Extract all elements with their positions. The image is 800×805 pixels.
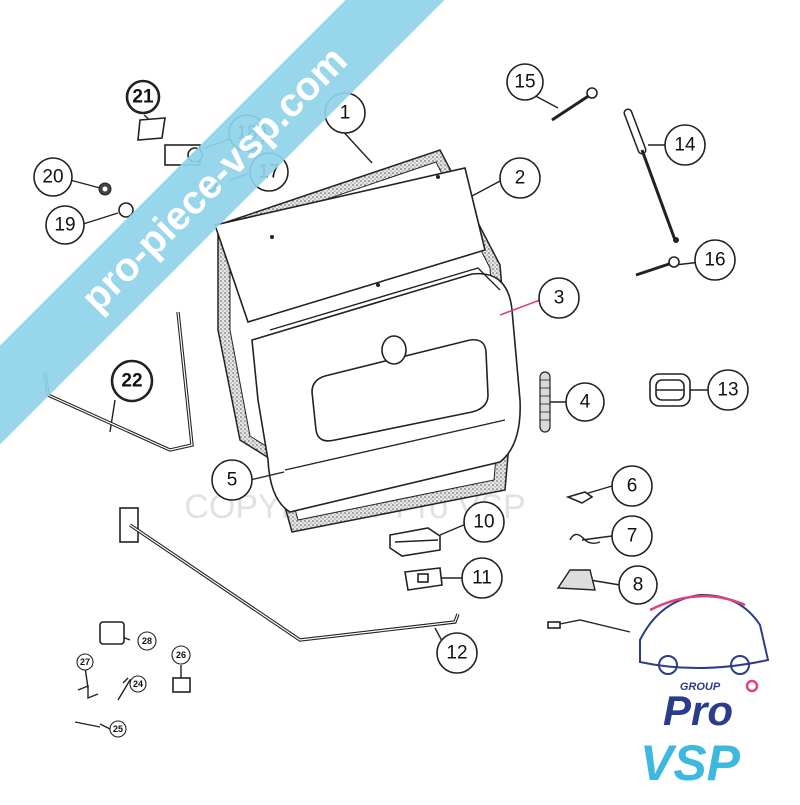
callout-5: 5 bbox=[211, 459, 253, 501]
svg-text:15: 15 bbox=[514, 72, 535, 93]
svg-text:4: 4 bbox=[580, 392, 591, 413]
svg-text:11: 11 bbox=[472, 568, 492, 589]
svg-text:1: 1 bbox=[340, 103, 351, 124]
svg-text:26: 26 bbox=[176, 650, 186, 660]
callout-20: 20 bbox=[33, 157, 73, 197]
callout-28: 28 bbox=[137, 631, 157, 651]
part-6-clip bbox=[565, 491, 594, 504]
svg-text:22: 22 bbox=[121, 371, 142, 392]
svg-text:3: 3 bbox=[554, 288, 565, 309]
part-4-strip bbox=[539, 371, 551, 433]
callout-21: 21 bbox=[125, 79, 161, 115]
provsp-logo: GROUP Pro VSP bbox=[639, 593, 770, 791]
svg-text:21: 21 bbox=[132, 87, 154, 108]
part-8-lock bbox=[556, 569, 596, 591]
callout-2: 2 bbox=[499, 157, 541, 199]
small-parts bbox=[74, 621, 191, 728]
svg-text:6: 6 bbox=[627, 476, 638, 497]
part-13-emblem bbox=[649, 373, 691, 407]
part-7-spring bbox=[569, 533, 601, 545]
callout-26: 26 bbox=[171, 645, 191, 665]
callout-15: 15 bbox=[506, 63, 544, 101]
svg-text:16: 16 bbox=[704, 250, 725, 271]
part-10-hinge bbox=[389, 527, 441, 557]
part-19-cap bbox=[118, 202, 134, 218]
svg-text:20: 20 bbox=[42, 167, 63, 188]
part-2-glass bbox=[213, 167, 486, 323]
callout-6: 6 bbox=[611, 465, 653, 507]
callout-8: 8 bbox=[618, 565, 658, 605]
svg-text:8: 8 bbox=[633, 575, 644, 596]
logo-pro-text: Pro bbox=[663, 687, 733, 734]
callout-12: 12 bbox=[436, 632, 478, 674]
callout-10: 10 bbox=[463, 501, 505, 543]
part-21-pad bbox=[137, 117, 166, 141]
callout-11: 11 bbox=[461, 557, 503, 599]
svg-text:13: 13 bbox=[717, 380, 738, 401]
callout-4: 4 bbox=[565, 382, 605, 422]
svg-text:28: 28 bbox=[142, 636, 152, 646]
part-15-screw bbox=[551, 87, 598, 122]
part-12-cable bbox=[119, 507, 460, 642]
callout-7: 7 bbox=[611, 515, 653, 557]
svg-text:14: 14 bbox=[674, 135, 696, 156]
svg-text:25: 25 bbox=[113, 724, 123, 734]
part-16-screw bbox=[635, 256, 680, 277]
svg-text:12: 12 bbox=[446, 643, 467, 664]
callout-14: 14 bbox=[664, 124, 706, 166]
svg-text:24: 24 bbox=[133, 679, 143, 689]
svg-text:27: 27 bbox=[80, 657, 90, 667]
callout-22: 22 bbox=[110, 359, 154, 403]
part-14-gas-strut bbox=[623, 108, 679, 243]
callout-19: 19 bbox=[45, 205, 85, 245]
callout-13: 13 bbox=[707, 369, 749, 411]
part-9-bracket bbox=[549, 619, 631, 633]
svg-text:5: 5 bbox=[227, 470, 238, 491]
part-3-tailgate bbox=[251, 267, 521, 513]
svg-text:19: 19 bbox=[54, 215, 75, 236]
logo-vsp-text: VSP bbox=[640, 735, 741, 791]
svg-text:7: 7 bbox=[627, 526, 638, 547]
callout-24: 24 bbox=[129, 675, 147, 693]
callout-25: 25 bbox=[109, 720, 127, 738]
svg-text:2: 2 bbox=[515, 168, 526, 189]
svg-text:10: 10 bbox=[473, 512, 494, 533]
logo-group-text: GROUP bbox=[680, 681, 721, 693]
callout-27: 27 bbox=[76, 653, 94, 671]
part-11-striker bbox=[404, 567, 443, 591]
callout-16: 16 bbox=[694, 239, 736, 281]
callout-3: 3 bbox=[538, 277, 580, 319]
